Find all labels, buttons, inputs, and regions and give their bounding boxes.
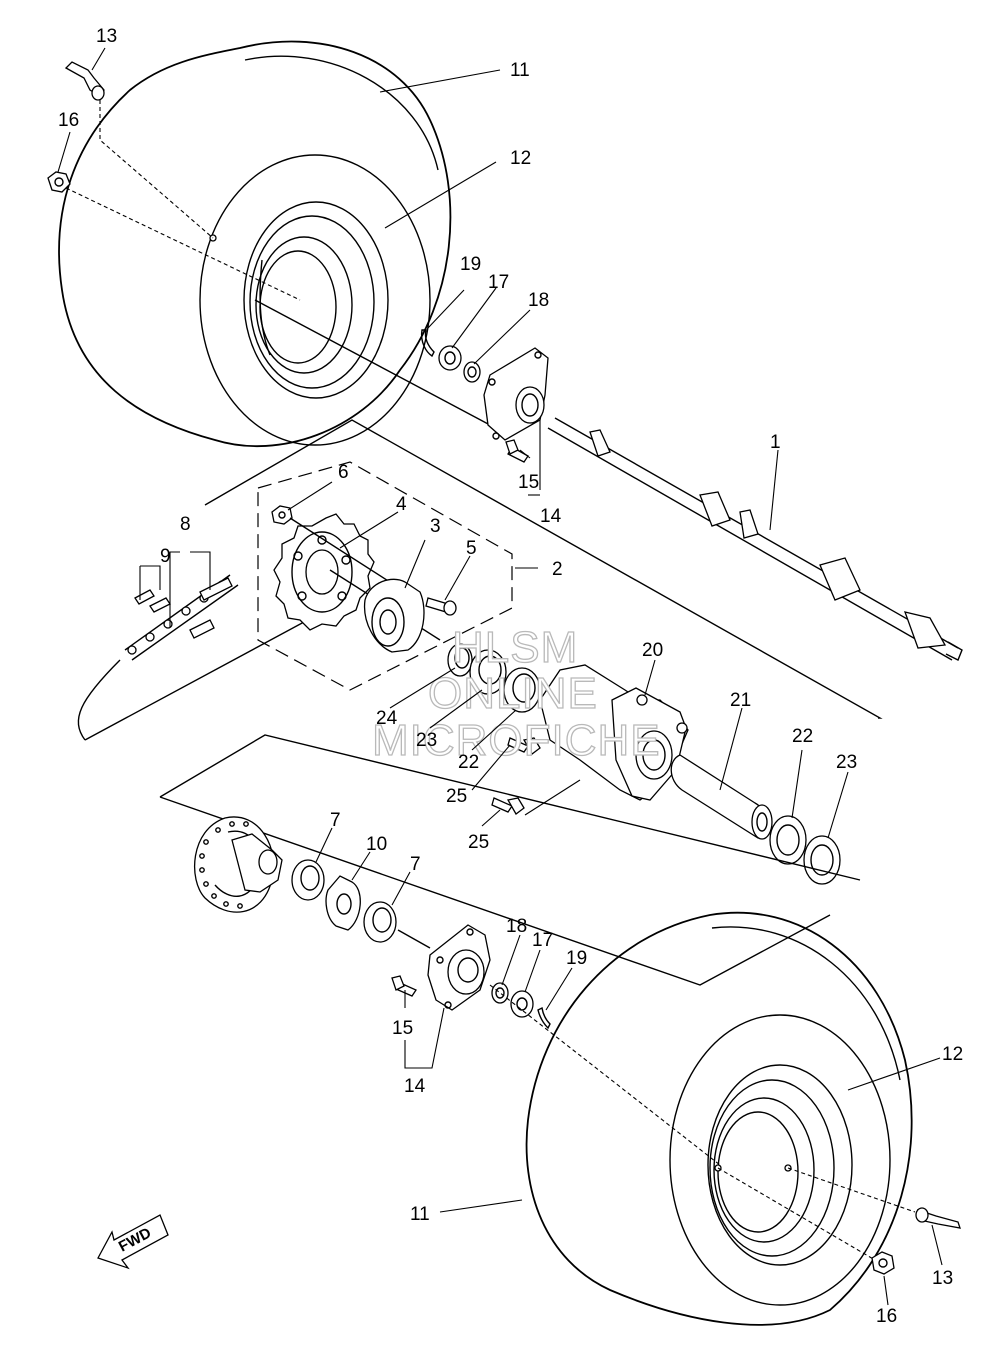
watermark-line-2: ONLINE: [428, 669, 598, 718]
callout-3: 3: [430, 516, 441, 537]
leader-lines: [57, 47, 943, 1306]
callout-20: 20: [642, 640, 663, 661]
callout-12-bottom: 12: [942, 1044, 963, 1065]
wheel-nut-bottom: [871, 1251, 895, 1275]
callout-25-b: 25: [468, 832, 489, 853]
housing-bolt-a: [507, 737, 541, 755]
callout-12-top: 12: [510, 148, 531, 169]
callout-1: 1: [770, 432, 781, 453]
rim-top: [209, 201, 389, 399]
cotter-pin-bottom: [537, 1006, 551, 1030]
callout-11-top: 11: [510, 60, 530, 81]
bearing-7-left: [291, 859, 325, 901]
callout-15-bottom: 15: [392, 1018, 413, 1039]
callout-5: 5: [466, 538, 477, 559]
callout-23-right: 23: [836, 752, 857, 773]
bearing-housing: [539, 664, 689, 801]
sprocket: [273, 513, 375, 631]
watermark: HLSM ONLINE MICROFICHE: [371, 622, 661, 765]
callout-18-top: 18: [528, 290, 549, 311]
callout-13-bottom: 13: [932, 1268, 953, 1289]
callout-8: 8: [180, 514, 191, 535]
valve-stem-top: [64, 61, 105, 101]
callout-22-right: 22: [792, 726, 813, 747]
master-link: [134, 577, 233, 639]
valve-stem-bottom: [915, 1207, 961, 1229]
callout-2: 2: [552, 559, 563, 580]
hub-bottom: [427, 924, 491, 1011]
wheel-bottom: [525, 911, 961, 1326]
callout-22-left: 22: [458, 752, 479, 773]
rim-bottom: [707, 1064, 853, 1266]
hub-bolt-bottom: [391, 975, 417, 997]
callout-10: 10: [366, 834, 387, 855]
callouts: 1 2 3 4 5 6 7 7 8 9 10 11 11 12 12 13 13…: [58, 26, 963, 1327]
washer-bottom: [491, 982, 509, 1004]
castle-nut-bottom: [510, 990, 534, 1018]
callout-23-left: 23: [416, 730, 437, 751]
wheel-top: [47, 40, 452, 448]
callout-19-top: 19: [460, 254, 481, 275]
callout-17-top: 17: [488, 272, 509, 293]
oil-seal-23-right: [803, 835, 841, 885]
wheel-nut-top: [47, 171, 71, 193]
tire-top: [58, 40, 452, 448]
bearing-22: [503, 667, 541, 713]
oil-seal-23: [469, 649, 507, 695]
sprocket-nut: [271, 505, 293, 525]
callout-7-left: 7: [330, 810, 341, 831]
callout-14-top: 14: [540, 506, 562, 527]
callout-19-bottom: 19: [566, 948, 587, 969]
housing-bolt-b: [491, 797, 525, 815]
callout-11-bottom: 11: [410, 1204, 430, 1225]
callout-16-bottom: 16: [876, 1306, 897, 1327]
fwd-arrow: FWD: [97, 1214, 169, 1270]
callout-9: 9: [160, 546, 171, 567]
watermark-line-1: HLSM: [452, 623, 578, 672]
bearing-22-right: [769, 815, 807, 865]
callout-25-a: 25: [446, 786, 467, 807]
lock-washer-10: [325, 875, 361, 931]
callout-15-top: 15: [518, 472, 539, 493]
callout-17-bottom: 17: [532, 930, 553, 951]
spacer-tube: [670, 754, 773, 840]
callout-4: 4: [396, 494, 407, 515]
callout-14-bottom: 14: [404, 1076, 426, 1097]
cotter-pin-top: [420, 329, 435, 358]
disc-holes: [199, 821, 249, 909]
callout-13-top: 13: [96, 26, 117, 47]
tire-bottom: [525, 911, 913, 1326]
callout-18-bottom: 18: [506, 916, 527, 937]
washer-top: [463, 361, 481, 383]
callout-16-top: 16: [58, 110, 79, 131]
callout-7-right: 7: [410, 854, 421, 875]
hub-bolt-top: [505, 439, 529, 463]
sprocket-bolt: [425, 597, 457, 616]
callout-6: 6: [338, 462, 349, 483]
watermark-line-3: MICROFICHE: [372, 716, 661, 765]
rear-axle: [547, 417, 963, 661]
callout-24: 24: [376, 708, 398, 729]
bearing-7-right: [363, 901, 397, 943]
sprocket-hub: [363, 578, 425, 653]
callout-21: 21: [730, 690, 751, 711]
hub-top: [483, 347, 549, 441]
brake-disc: [194, 816, 283, 913]
castle-nut-top: [438, 345, 462, 371]
